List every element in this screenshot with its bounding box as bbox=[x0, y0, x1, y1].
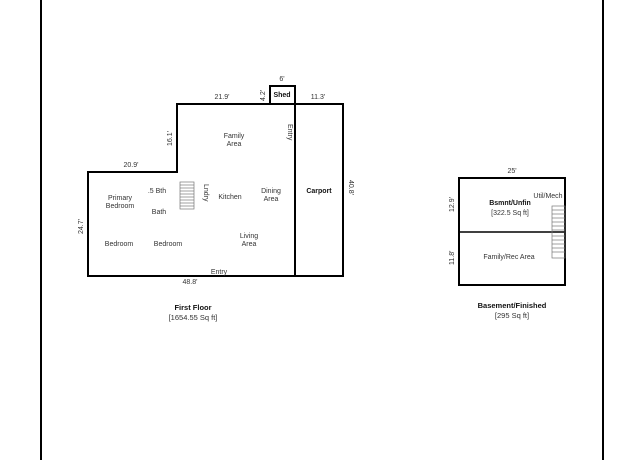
first-floor-area: [1654.55 Sq ft] bbox=[168, 313, 218, 322]
dim-carport-height: 40.8' bbox=[347, 180, 354, 195]
room-bedroom-1: Bedroom bbox=[104, 241, 134, 248]
room-primary-bedroom-line1: Primary bbox=[107, 195, 133, 202]
basement-area: [295 Sq ft] bbox=[494, 311, 530, 320]
carport-outline bbox=[294, 103, 344, 277]
dim-basement-width: 25' bbox=[507, 168, 517, 175]
room-dining-area: Dining Area bbox=[261, 188, 281, 204]
dim-upper-width: 21.9' bbox=[214, 94, 230, 101]
room-shed: Shed bbox=[273, 92, 291, 99]
room-bath: Bath bbox=[151, 209, 167, 216]
first-floor-title: First Floor bbox=[174, 303, 212, 312]
room-dining-area-line1: Dining bbox=[261, 188, 281, 195]
first-floor-stairs bbox=[179, 181, 195, 210]
basement-stairs bbox=[551, 205, 566, 259]
dim-shed-width: 6' bbox=[279, 76, 285, 83]
dim-basement-lower-height: 11.8' bbox=[449, 250, 456, 265]
room-entry-side: Entry bbox=[286, 124, 293, 141]
dim-carport-width: 11.3' bbox=[310, 94, 326, 101]
room-family-area-line2: Area bbox=[226, 141, 242, 149]
room-family-rec: Family/Rec Area bbox=[483, 254, 535, 261]
room-kitchen: Kitchen bbox=[218, 194, 242, 201]
dim-basement-upper-height: 12.9' bbox=[449, 197, 456, 212]
room-half-bath: .5 Bth bbox=[147, 188, 167, 195]
dim-bottom-width: 48.8' bbox=[182, 279, 198, 286]
room-bedroom-2: Bedroom bbox=[153, 241, 183, 248]
room-family-area: Family Area bbox=[224, 133, 245, 149]
room-primary-bedroom-line2: Bedroom bbox=[105, 203, 135, 211]
dim-upper-left-width: 20.9' bbox=[123, 162, 139, 169]
basement-title: Basement/Finished bbox=[477, 301, 547, 310]
basement-unfinished-area: [322.5 Sq ft] bbox=[491, 210, 529, 217]
dim-left-height: 24.7' bbox=[78, 219, 85, 234]
shed-outline bbox=[269, 85, 296, 105]
room-family-area-line1: Family bbox=[223, 133, 245, 140]
room-utility: Util/Mech bbox=[533, 193, 563, 200]
room-living-area-line1: Living bbox=[239, 233, 259, 240]
dim-step-height: 16.1' bbox=[167, 131, 174, 146]
room-living-area-line2: Area bbox=[241, 241, 257, 249]
dim-shed-height: 4.2' bbox=[260, 89, 267, 101]
room-primary-bedroom: Primary Bedroom bbox=[106, 195, 134, 211]
room-dining-area-line2: Area bbox=[263, 196, 279, 204]
room-laundry: Lndry bbox=[202, 184, 209, 202]
room-carport: Carport bbox=[306, 188, 332, 195]
room-living-area: Living Area bbox=[240, 233, 258, 249]
room-entry-bottom: Entry bbox=[210, 269, 228, 276]
basement-unfinished-title: Bsmnt/Unfin bbox=[489, 200, 531, 207]
